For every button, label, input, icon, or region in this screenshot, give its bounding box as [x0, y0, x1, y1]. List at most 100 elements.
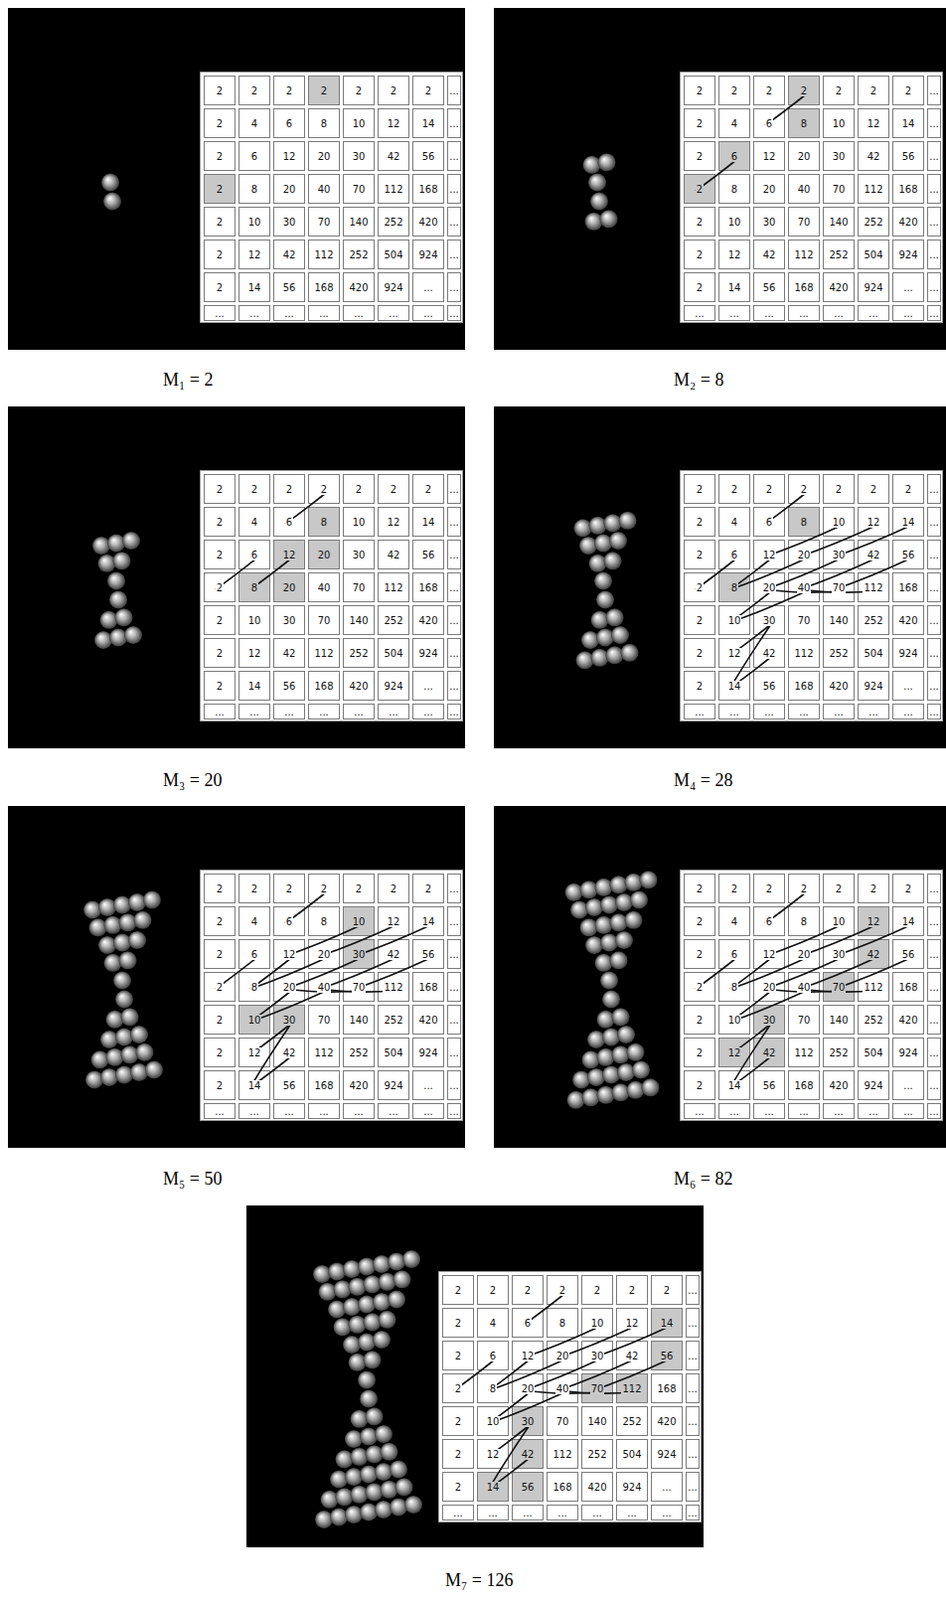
cell-number: 924	[382, 282, 404, 294]
cell-number: ...	[352, 706, 365, 718]
table-cell: ...	[753, 703, 786, 720]
sphere	[389, 1498, 408, 1517]
cell-number: 420	[897, 1014, 919, 1026]
table-cell: 252	[377, 206, 410, 237]
sphere	[600, 896, 619, 915]
path-line	[765, 892, 806, 924]
cell-number: ...	[902, 680, 915, 692]
cell-number: 10	[831, 916, 847, 928]
cell-number: 12	[727, 249, 743, 261]
cell-number: 2	[319, 883, 328, 895]
table-cell: 10	[342, 108, 375, 139]
table-cell: 2	[546, 1274, 579, 1305]
panel-caption: M₄ = 28	[673, 770, 733, 791]
sphere	[136, 1043, 155, 1062]
table-cell: 252	[342, 637, 375, 668]
path-line	[799, 925, 876, 956]
table-cell: 420	[581, 1471, 614, 1502]
table-cell: 20	[788, 141, 820, 171]
table-cell: ...	[685, 1373, 700, 1404]
table-cell: 2	[203, 108, 236, 139]
cell-number: ...	[928, 1105, 941, 1117]
table-cell: ...	[927, 506, 942, 537]
table-cell: ...	[447, 108, 462, 139]
path-line	[488, 1424, 530, 1456]
table-cell: 2	[683, 572, 716, 603]
sphere	[595, 878, 614, 897]
sphere	[378, 1272, 397, 1291]
cell-number: 56	[421, 549, 437, 561]
sphere	[100, 611, 119, 630]
sphere	[590, 192, 609, 211]
sphere	[365, 1444, 384, 1463]
table-cell: ...	[892, 272, 925, 303]
cell-number: ...	[448, 680, 461, 692]
sphere	[565, 883, 584, 902]
table-cell: ...	[685, 1274, 700, 1305]
cell-number: 2	[695, 249, 704, 261]
cell-number: 924	[382, 680, 404, 692]
table-cell: ...	[238, 1103, 271, 1119]
cell-number: 42	[866, 948, 882, 960]
table-cell: ...	[238, 305, 271, 321]
table-cell: ...	[753, 305, 786, 321]
table-cell: 2	[892, 75, 925, 106]
cell-number: 504	[382, 249, 404, 261]
table-cell: ...	[927, 108, 942, 139]
table-cell: 2	[203, 1037, 236, 1068]
cell-number: 20	[316, 549, 332, 561]
table-cell: 252	[822, 1037, 855, 1068]
cell-number: 168	[897, 981, 919, 993]
cell-number: 2	[662, 1284, 671, 1296]
cell-number: 14	[421, 916, 437, 928]
cell-number: ...	[660, 1507, 673, 1519]
cell-number: ...	[928, 282, 941, 294]
cell-number: 10	[831, 118, 847, 130]
table-cell: ...	[927, 670, 942, 701]
cell-number: ...	[902, 308, 915, 319]
cell-number: 14	[659, 1317, 675, 1329]
table-cell: 2	[203, 506, 236, 537]
table-cell: 112	[377, 572, 410, 603]
table-cell: 8	[308, 108, 340, 139]
cell-number: 504	[382, 647, 404, 659]
sphere	[329, 1508, 348, 1527]
cell-number: 168	[417, 582, 439, 594]
cell-number: ...	[448, 282, 461, 294]
table-cell: 140	[822, 1004, 855, 1035]
cell-number: 2	[424, 883, 433, 895]
cell-number: 30	[762, 216, 778, 228]
sphere	[365, 1407, 384, 1425]
table-cell: ...	[412, 1070, 445, 1101]
table-cell: ...	[273, 703, 306, 720]
cell-number: 924	[897, 1047, 919, 1059]
table-cell: 2	[442, 1340, 474, 1371]
table-cell: 14	[718, 1070, 751, 1101]
sphere	[587, 1030, 606, 1049]
sphere	[115, 1066, 134, 1085]
sphere	[609, 531, 628, 550]
sphere	[85, 1071, 104, 1090]
table-cell: ...	[447, 305, 462, 321]
table-cell: 2	[377, 75, 410, 106]
table-cell: 2	[683, 108, 716, 139]
cell-number: 70	[316, 1014, 332, 1026]
sphere	[98, 898, 117, 917]
sphere	[113, 934, 132, 952]
cell-number: 8	[799, 516, 808, 528]
cell-number: 420	[347, 680, 369, 692]
cell-number: 252	[827, 647, 849, 659]
path-line	[319, 957, 396, 989]
cell-number: 6	[730, 151, 739, 162]
table-cell: 2	[892, 873, 925, 904]
cell-number: ...	[928, 85, 941, 97]
cell-number: 140	[827, 216, 849, 228]
cell-number: 2	[834, 483, 843, 495]
table-cell: 10	[342, 506, 375, 537]
sphere	[350, 1410, 369, 1428]
sphere	[597, 1010, 616, 1029]
cell-number: 2	[904, 85, 913, 97]
cell-number: 40	[555, 1383, 571, 1395]
cell-number: 2	[695, 981, 704, 993]
table-cell: 2	[342, 873, 375, 904]
